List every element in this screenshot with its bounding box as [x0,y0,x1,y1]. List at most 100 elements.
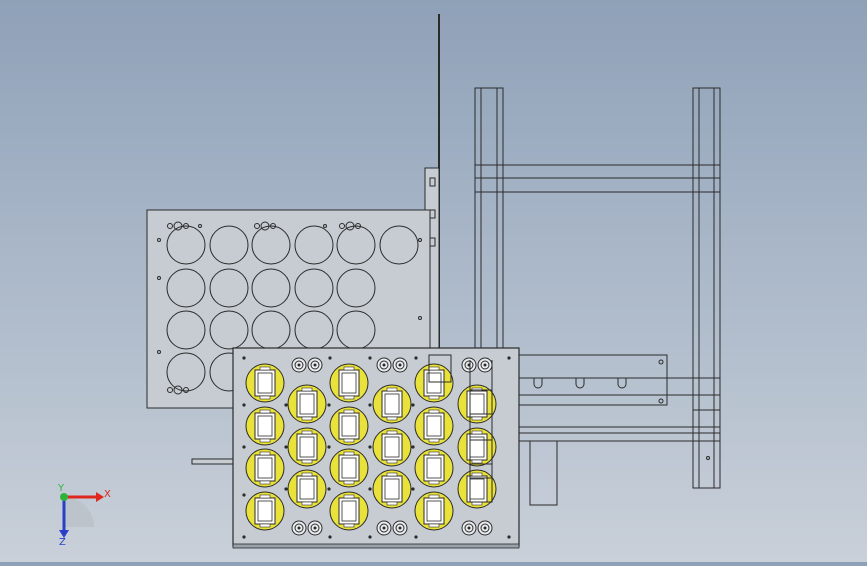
back-plate-mount-hole [173,385,183,395]
back-plate-hole [209,268,249,308]
back-plate-hole [209,225,249,265]
suction-cup [245,363,285,403]
suction-cup [372,427,412,467]
back-plate-hole [166,268,206,308]
back-plate-mount-hole [167,387,173,393]
back-plate-pin [157,238,161,242]
plate-screw [368,403,372,407]
back-plate-mount-hole [183,387,189,393]
plate-screw [327,487,331,491]
back-plate-hole [209,310,249,350]
pneumatic-fitting [461,357,477,373]
plate-screw [242,445,246,449]
plate-screw [284,445,288,449]
suction-cup [287,427,327,467]
pneumatic-fitting [477,357,493,373]
plate-screw [368,445,372,449]
suction-cup [329,448,369,488]
left-rod [191,458,236,465]
back-plate-hole [336,268,376,308]
suction-cup [414,363,454,403]
back-plate-mount-hole [167,223,173,229]
suction-cup [414,406,454,446]
suction-cup [457,469,497,509]
back-plate-mount-hole [260,221,270,231]
plate-screw [414,356,418,360]
y-axis-label: Y [57,483,65,494]
back-plate-pin [198,224,202,228]
plate-screw [411,445,415,449]
axis-triad: X Y Z [57,483,111,548]
y-axis-dot [60,493,68,501]
pneumatic-fitting [376,520,392,536]
plate-screw [411,487,415,491]
back-plate-mount-hole [173,221,183,231]
suction-cup [245,406,285,446]
plate-screw [507,535,511,539]
back-plate-mount-hole [355,223,361,229]
back-plate-pin [323,224,327,228]
back-plate-mount-hole [270,223,276,229]
suction-cup [457,427,497,467]
suction-cup [372,384,412,424]
pneumatic-fitting [461,520,477,536]
back-plate-pin [418,316,422,320]
suction-cup [287,384,327,424]
plate-screw [284,487,288,491]
back-plate-mount-hole [254,223,260,229]
suction-cup [329,406,369,446]
x-axis-label: X [104,489,111,500]
right-frame [474,87,721,506]
plate-screw [414,535,418,539]
plate-screw [411,403,415,407]
suction-cup [457,384,497,424]
back-plate-hole [379,225,419,265]
pneumatic-fitting [307,520,323,536]
back-plate-hole [166,225,206,265]
suction-cup [372,469,412,509]
front-plate [232,347,520,549]
back-plate-hole [294,268,334,308]
plate-screw [328,535,332,539]
plate-screw [242,535,246,539]
pneumatic-fitting [392,357,408,373]
suction-cup [414,448,454,488]
plate-screw [242,403,246,407]
back-plate-hole [166,310,206,350]
back-plate-hole [251,268,291,308]
pneumatic-fitting [291,520,307,536]
plate-screw [327,445,331,449]
plate-screw [284,403,288,407]
plate-screw [507,356,511,360]
suction-cup [245,448,285,488]
plate-screw [368,535,372,539]
back-plate-mount-hole [183,223,189,229]
plate-screw [368,356,372,360]
pneumatic-fitting [392,520,408,536]
plate-screw [242,356,246,360]
pneumatic-fitting [307,357,323,373]
plate-screw [327,403,331,407]
back-plate-pin [157,350,161,354]
back-plate-pin [157,276,161,280]
back-plate-pin [418,238,422,242]
back-plate-mount-hole [339,223,345,229]
back-plate-hole [294,225,334,265]
back-plate-hole [166,352,206,392]
z-axis-label: Z [59,537,66,548]
pneumatic-fitting [291,357,307,373]
suction-cup [329,363,369,403]
plate-screw [242,493,246,497]
pneumatic-fitting [477,520,493,536]
plate-screw [368,487,372,491]
plate-screw [328,356,332,360]
suction-cup [245,491,285,531]
suction-cup [414,491,454,531]
suction-cup [287,469,327,509]
overlay-rails [428,354,493,503]
suction-cup [329,491,369,531]
pneumatic-fitting [376,357,392,373]
back-plate-mount-hole [345,221,355,231]
